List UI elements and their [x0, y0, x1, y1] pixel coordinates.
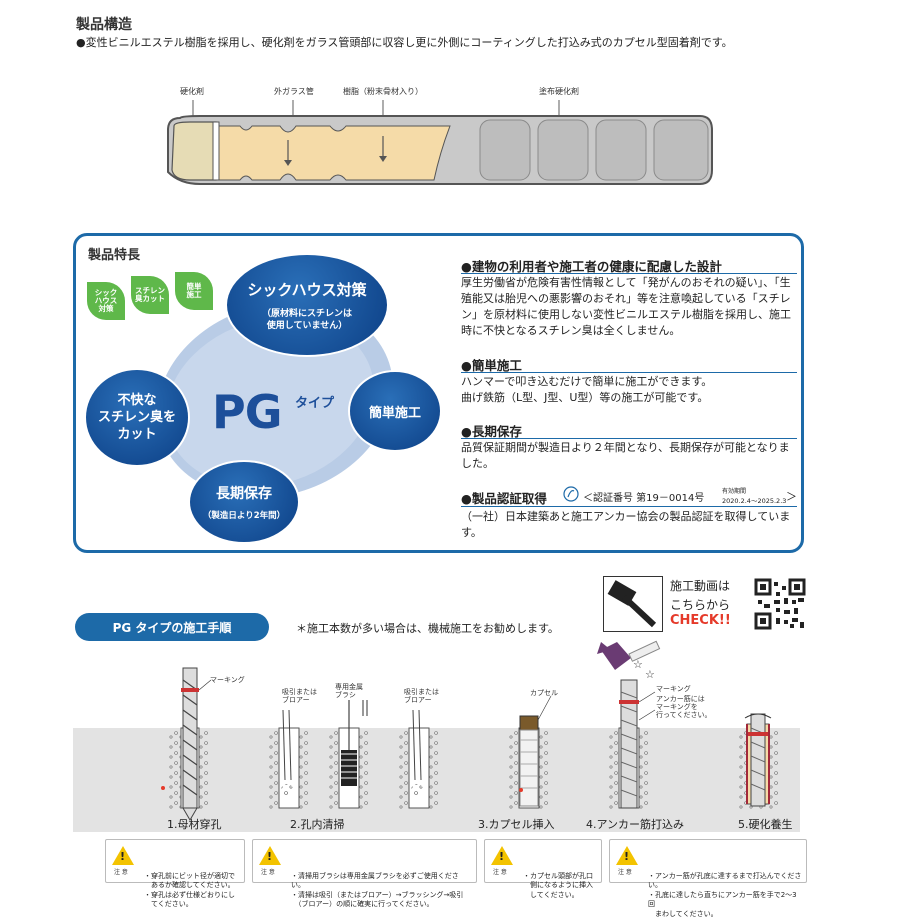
step2-holes: [269, 700, 439, 850]
svg-text:☆: ☆: [633, 658, 643, 671]
procedure-diagrams: ☆ ☆: [161, 640, 779, 852]
section-storage-body: 品質保証期間が製造日より２年間となり、長期保存が可能となりました。: [461, 441, 790, 470]
hammer-icon[interactable]: [603, 576, 663, 632]
section-cert-heading: ●製品認証取得: [461, 491, 547, 506]
coating-segment: [653, 119, 709, 181]
label-outer-glass: 外ガラス管: [274, 87, 314, 96]
coating-segment: [479, 119, 531, 181]
caution-label: 注 意: [618, 869, 632, 876]
section-health-heading: ●建物の利用者や施工者の健康に配慮した設計: [461, 259, 722, 274]
bubble-sickhouse: シックハウス対策 （原材料にスチレンは 使用していません）: [227, 255, 387, 355]
resin-fill: [218, 125, 451, 181]
bubble-sickhouse-main: シックハウス対策: [247, 280, 367, 299]
caution-box-1: ! 注 意 ・穿孔前にビット径が適切で あるか確認してください。 ・穿孔は必ず仕…: [105, 839, 245, 908]
label-blower2: 吸引または ブロアー: [404, 688, 439, 704]
warning-icon: [112, 846, 134, 865]
capsule-structure-diagram: [167, 100, 713, 185]
caution-text-4: ・アンカー筋が孔底に達するまで打込んでください。 ・孔底に達したら直ちにアンカー…: [648, 871, 802, 918]
caution-box-2: ! 注 意 ・清掃用ブラシは専用金属ブラシを必ずご使用ください。 ・清掃は吸引（…: [252, 839, 477, 908]
svg-text:☆: ☆: [645, 668, 655, 681]
cert-close: ＞: [786, 490, 797, 503]
caution-text-3: ・カプセル頭部が孔口 側になるように挿入 してください。: [523, 871, 593, 899]
label-anchor-note: アンカー筋には マーキングを 行ってください。: [656, 695, 712, 719]
caution-text-1: ・穿孔前にビット径が適切で あるか確認してください。 ・穿孔は必ず仕様どおりにし…: [144, 871, 235, 909]
caution-text-2: ・清掃用ブラシは専用金属ブラシを必ずご使用ください。 ・清掃は吸引（またはブロア…: [291, 871, 464, 909]
coating-segment: [537, 119, 589, 181]
procedure-note: ＊施工本数が多い場合は、機械施工をお勧めします。: [296, 622, 559, 635]
bubble-storage-main: 長期保存: [216, 486, 272, 502]
leaf-badge-easy: 簡単 施工: [175, 272, 213, 310]
bubble-storage-sub: （製造日より2年間）: [202, 511, 286, 521]
video-check[interactable]: CHECK!!: [670, 613, 731, 628]
qr-code-icon[interactable]: [754, 578, 806, 630]
warning-icon: [259, 846, 281, 865]
features-title: 製品特長: [88, 248, 141, 263]
bubble-easy: 簡単施工: [350, 372, 440, 450]
bubble-storage: 長期保存 （製造日より2年間）: [190, 462, 298, 542]
bubble-sickhouse-sub: （原材料にスチレンは 使用していません）: [261, 308, 352, 331]
structure-title: 製品構造: [76, 17, 132, 33]
label-marking-step4: マーキング: [656, 685, 691, 693]
section-rule: [461, 438, 797, 439]
bubble-styrene-main: 不快な スチレン臭を カット: [97, 393, 176, 442]
hardener-cap: [171, 121, 217, 181]
step-label-4: 4.アンカー筋打込み: [586, 818, 685, 831]
section-storage-heading: ●長期保存: [461, 424, 522, 439]
step-label-1: 1.母材穿孔: [167, 818, 222, 831]
caution-label: 注 意: [114, 869, 128, 876]
cert-number: ＜認証番号 第19－0014号: [583, 493, 705, 504]
section-rule: [461, 372, 797, 373]
bubble-styrene: 不快な スチレン臭を カット: [86, 370, 188, 465]
step5-cure: [739, 713, 779, 850]
leaf-badge-styrene: スチレン 臭カット: [131, 276, 169, 314]
caution-box-3: ! 注 意 ・カプセル頭部が孔口 側になるように挿入 してください。: [484, 839, 602, 899]
procedure-title-pill: PG タイプの施工手順: [75, 613, 269, 641]
caution-box-4: ! 注 意 ・アンカー筋が孔底に達するまで打込んでください。 ・孔底に達したら直…: [609, 839, 807, 918]
section-cert-body: （一社）日本建築あと施工アンカー協会の製品認証を取得しています。: [461, 510, 791, 539]
section-easy-heading: ●簡単施工: [461, 358, 522, 373]
label-resin: 樹脂（粉末骨材入り）: [343, 87, 423, 96]
section-rule: [461, 506, 797, 507]
hardener-separator: [212, 121, 220, 181]
cert-validity: 2020.2.4～2025.2.3: [722, 497, 787, 505]
video-line1: 施工動画は: [670, 579, 731, 593]
caution-label: 注 意: [261, 869, 275, 876]
bubble-easy-main: 簡単施工: [368, 405, 421, 421]
step-label-3: 3.カプセル挿入: [478, 818, 555, 831]
label-brush: 専用金属 ブラシ: [335, 683, 363, 699]
section-health-body: 厚生労働省が危険有害性情報として「発がんのおそれの疑い」、「生殖能又は胎児への悪…: [461, 276, 791, 337]
cert-mark-icon: [563, 486, 579, 502]
section-rule: [461, 273, 797, 274]
warning-icon: [491, 846, 513, 865]
warning-icon: [616, 846, 638, 865]
video-line2: こちらから: [670, 598, 731, 612]
step3-capsule: [509, 695, 552, 810]
coating-segment: [595, 119, 647, 181]
caution-label: 注 意: [493, 869, 507, 876]
label-blower1: 吸引または ブロアー: [282, 688, 317, 704]
label-coating-hardener: 塗布硬化剤: [539, 87, 579, 96]
cert-validity-label: 有効期間: [722, 488, 747, 495]
label-hardener: 硬化剤: [180, 87, 204, 96]
step-label-2: 2.孔内清掃: [290, 818, 345, 831]
label-marking-step1: マーキング: [210, 676, 245, 684]
leaf-badge-sickhouse: シック ハウス 対策: [87, 282, 125, 320]
step-label-5: 5.硬化養生: [738, 818, 793, 831]
step1-drill: [161, 667, 212, 821]
pg-type-suffix: タイプ: [295, 396, 335, 411]
section-easy-body: ハンマーで叩き込むだけで簡単に施工ができます。 曲げ鉄筋（L型、J型、U型）等の…: [461, 375, 713, 404]
label-capsule: カプセル: [530, 689, 558, 697]
structure-description: ●変性ビニルエステル樹脂を採用し、硬化剤をガラス管頭部に収容し更に外側にコーティ…: [76, 36, 733, 49]
pg-type-logo: PG: [212, 385, 282, 439]
